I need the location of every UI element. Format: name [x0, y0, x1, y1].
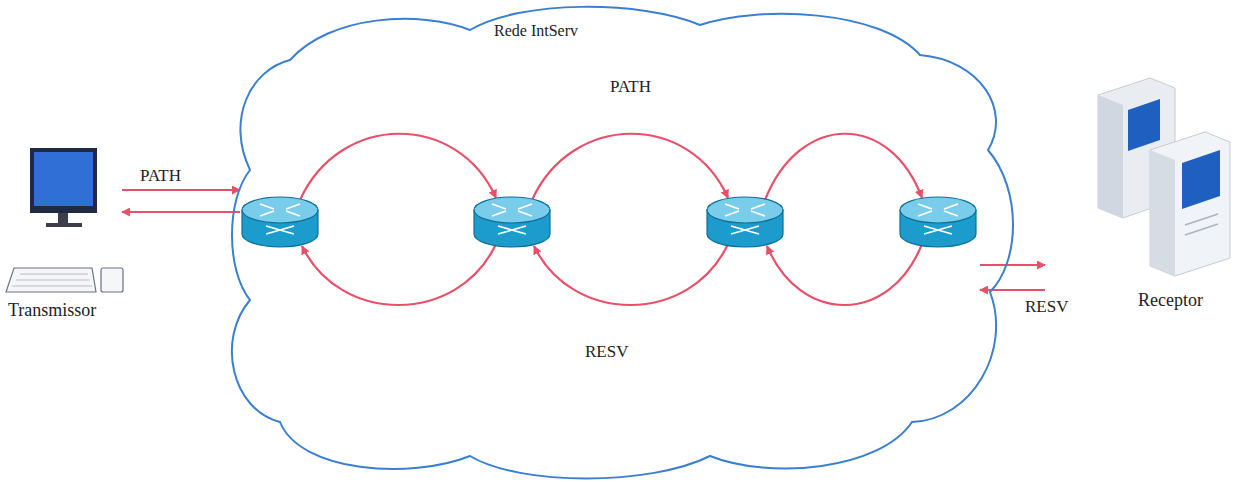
resv-arc: [302, 244, 496, 305]
edge-label: RESV: [1025, 297, 1068, 317]
path-arcs: [300, 134, 922, 200]
edge-label: PATH: [140, 166, 181, 186]
message-arrow: [980, 289, 1045, 291]
router-icon: [707, 197, 783, 247]
server-node: Receptor: [1045, 75, 1235, 325]
router-icon: [474, 197, 550, 247]
router-arrows: [260, 204, 300, 234]
path-arc: [300, 134, 496, 200]
node-label: Receptor: [1138, 290, 1203, 311]
cloud-outline: [232, 7, 1013, 479]
monitor-screen: [34, 152, 93, 206]
server-panel: [1128, 99, 1160, 151]
monitor-stand: [58, 213, 68, 223]
server-icon: [1098, 78, 1230, 276]
router-icon: [900, 197, 976, 247]
server-side: [1098, 95, 1123, 218]
monitor-frame: [30, 148, 97, 213]
message-label: PATH: [610, 77, 651, 97]
path-arc: [532, 134, 728, 200]
router-top: [474, 197, 550, 223]
computer-node: Transmissor: [5, 145, 122, 327]
resv-arc: [534, 244, 728, 305]
cloud-outline: [240, 0, 980, 482]
node-label: Transmissor: [8, 300, 96, 321]
node-label: Rede IntServ: [494, 22, 578, 40]
message-arrow: [122, 189, 240, 191]
resv-arcs: [302, 244, 922, 305]
path-arc: [765, 134, 922, 200]
server-slots: [1185, 214, 1218, 235]
server-tower-front: [1150, 132, 1230, 276]
message-label: RESV: [585, 342, 628, 362]
server-side: [1150, 150, 1175, 276]
message-arrow: [980, 264, 1045, 266]
message-arrow: [122, 211, 240, 213]
router-arrows: [492, 204, 532, 234]
router-arrows: [918, 204, 958, 234]
router-arrows: [725, 204, 765, 234]
server-panel: [1182, 150, 1220, 209]
router-top: [707, 197, 783, 223]
router-icon: [242, 197, 318, 247]
router-top: [242, 197, 318, 223]
routers: [242, 197, 976, 247]
computer-icon: [6, 148, 123, 292]
mouse-pad: [101, 268, 123, 292]
resv-arc: [767, 244, 922, 305]
keyboard: [6, 268, 96, 292]
router-top: [900, 197, 976, 223]
keyboard-keys: [12, 274, 92, 286]
monitor-base: [46, 223, 82, 227]
network-cloud: Rede IntServ: [240, 0, 980, 482]
